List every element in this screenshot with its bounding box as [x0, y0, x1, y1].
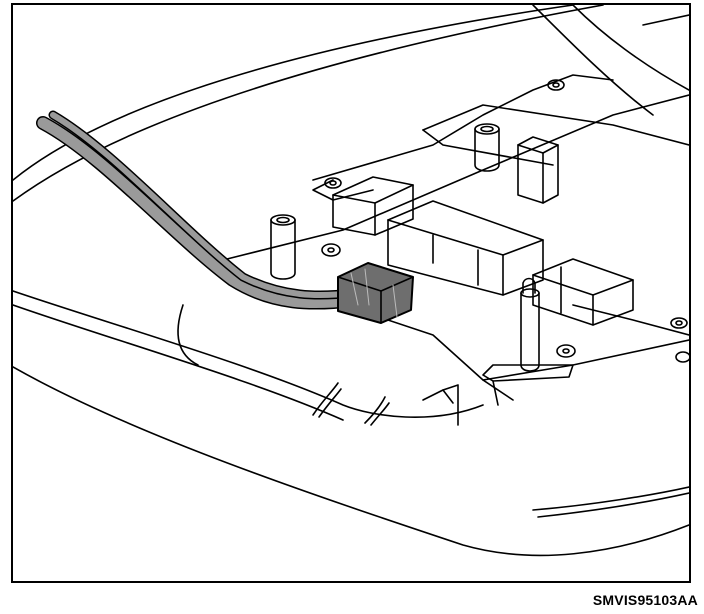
illustration-frame — [11, 3, 691, 583]
screw — [675, 351, 689, 363]
standoff-post — [520, 277, 540, 372]
screw — [556, 344, 576, 358]
housing-shell — [13, 5, 689, 557]
component-block — [387, 200, 544, 296]
component-block — [332, 176, 414, 236]
screw — [547, 79, 565, 91]
wire-connector — [337, 262, 414, 324]
lamp-housing-illustration — [13, 5, 689, 557]
mounting-bracket — [482, 364, 574, 406]
screw — [324, 177, 342, 189]
component-block — [517, 136, 559, 204]
screw — [321, 243, 341, 257]
standoff-post — [474, 123, 500, 172]
circuit-board — [222, 74, 689, 426]
retaining-clip — [312, 382, 390, 426]
standoff-post — [270, 214, 296, 280]
component-block — [532, 258, 634, 326]
wire-harness — [36, 110, 360, 310]
figure-code: SMVIS95103AA — [592, 592, 698, 608]
screw — [670, 317, 688, 329]
